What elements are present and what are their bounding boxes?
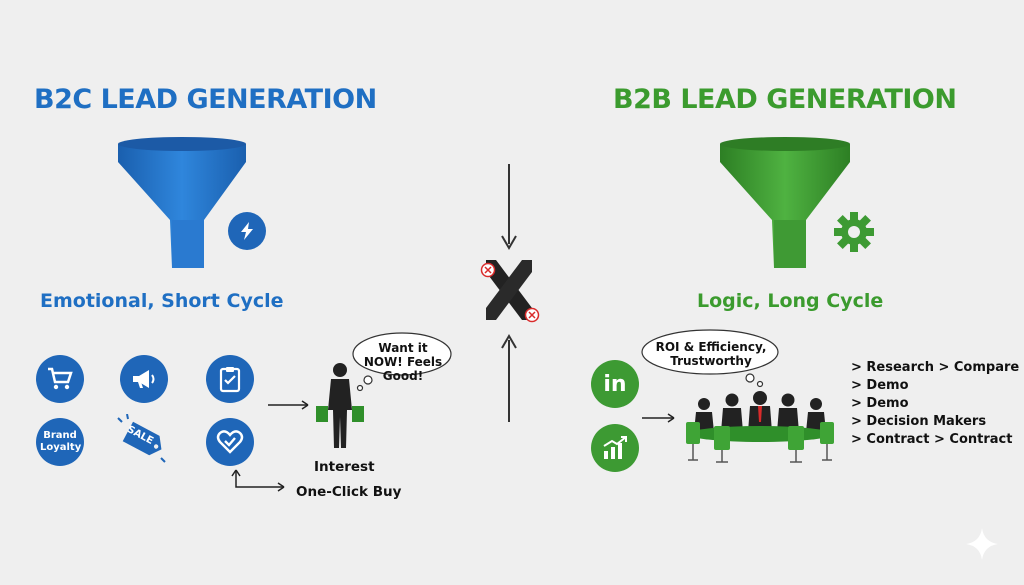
lightning-icon bbox=[228, 212, 266, 250]
cart-icon bbox=[36, 355, 84, 403]
heart-check-icon bbox=[206, 418, 254, 466]
b2c-thought-bubble bbox=[352, 332, 452, 392]
shopper-figure bbox=[316, 363, 364, 448]
b2c-subtitle: Emotional, Short Cycle bbox=[40, 290, 284, 312]
brand-loyalty-badge: Brand Loyalty bbox=[36, 418, 84, 466]
clipboard-icon bbox=[206, 355, 254, 403]
meeting-table-illustration bbox=[686, 391, 834, 463]
b2c-funnel bbox=[118, 137, 246, 268]
megaphone-icon bbox=[120, 355, 168, 403]
b2c-caption-buy: One-Click Buy bbox=[296, 484, 402, 500]
b2b-flow-arrow bbox=[642, 413, 675, 423]
b2b-subtitle: Logic, Long Cycle bbox=[697, 290, 884, 312]
versus-divider bbox=[480, 164, 540, 422]
b2c-flow-arrows bbox=[231, 400, 309, 492]
b2b-step-4: > Decision Makers bbox=[851, 414, 987, 429]
b2b-funnel bbox=[720, 137, 850, 268]
brand-loyalty-label: Brand Loyalty bbox=[40, 430, 82, 453]
linkedin-label: in bbox=[603, 371, 627, 397]
growth-chart-icon bbox=[591, 424, 639, 472]
b2c-bubble-text: Want it NOW! Feels Good! bbox=[363, 341, 443, 383]
b2b-bubble-text: ROI & Efficiency, Trustworthy bbox=[655, 340, 767, 368]
b2b-step-2: > Demo bbox=[851, 378, 909, 393]
gear-icon bbox=[834, 212, 874, 252]
b2c-caption-interest: Interest bbox=[314, 459, 375, 475]
sale-tag-icon bbox=[117, 414, 166, 463]
sparkle-icon bbox=[966, 528, 998, 560]
b2c-title: B2C LEAD GENERATION bbox=[34, 84, 377, 115]
b2b-step-5: > Contract > Contract bbox=[851, 432, 1013, 447]
linkedin-icon: in bbox=[591, 360, 639, 408]
b2b-thought-bubble bbox=[641, 329, 779, 388]
b2b-title: B2B LEAD GENERATION bbox=[613, 84, 957, 115]
b2b-step-1: > Research > Compare bbox=[851, 360, 1020, 375]
b2b-step-3: > Demo bbox=[851, 396, 909, 411]
